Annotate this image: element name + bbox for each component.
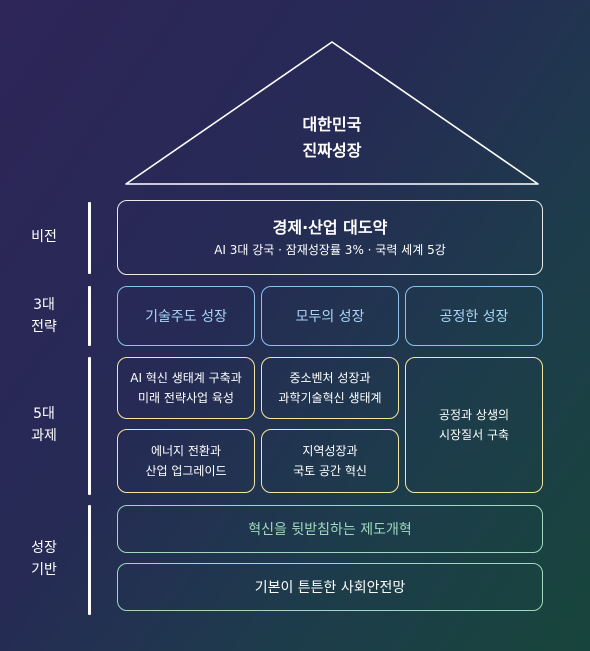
roof-title: 대한민국 진짜성장 xyxy=(302,115,362,160)
task-box-4: 지역성장과 국토 공간 혁신 xyxy=(261,429,399,493)
task-box-1: AI 혁신 생태계 구축과 미래 전략사업 육성 xyxy=(117,357,255,419)
task-label: 에너지 전환과 산업 업그레이드 xyxy=(145,444,227,478)
label-vision: 비전 xyxy=(31,229,57,245)
strategy-label: 모두의 성장 xyxy=(295,309,365,325)
task-label: AI 혁신 생태계 구축과 미래 전략사업 육성 xyxy=(130,371,242,405)
bar-tasks xyxy=(88,357,91,495)
foundation-label: 혁신을 뒷받침하는 제도개혁 xyxy=(248,522,412,538)
roof-triangle xyxy=(125,41,539,185)
task-label: 중소벤처 성장과 과학기술혁신 생태계 xyxy=(278,371,382,405)
foundation-box-2: 기본이 튼튼한 사회안전망 xyxy=(117,563,543,611)
bar-strategy xyxy=(88,286,91,346)
strategy-box-3: 공정한 성장 xyxy=(405,286,543,346)
label-strategy: 3대 전략 xyxy=(31,297,57,335)
vision-box: 경제·산업 대도약 AI 3대 강국 · 잠재성장률 3% · 국력 세계 5강 xyxy=(117,200,543,275)
label-foundation: 성장 기반 xyxy=(31,540,57,578)
bar-vision xyxy=(88,202,91,274)
task-box-5: 공정과 상생의 시장질서 구축 xyxy=(405,357,543,493)
task-label: 지역성장과 국토 공간 혁신 xyxy=(293,444,367,478)
strategy-box-2: 모두의 성장 xyxy=(261,286,399,346)
task-box-3: 에너지 전환과 산업 업그레이드 xyxy=(117,429,255,493)
bar-foundation xyxy=(88,505,91,615)
foundation-box-1: 혁신을 뒷받침하는 제도개혁 xyxy=(117,505,543,553)
label-tasks: 5대 과제 xyxy=(31,406,57,444)
strategy-label: 기술주도 성장 xyxy=(145,309,227,325)
vision-subtitle: AI 3대 강국 · 잠재성장률 3% · 국력 세계 5강 xyxy=(214,242,446,257)
task-label: 공정과 상생의 시장질서 구축 xyxy=(438,408,510,442)
task-box-2: 중소벤처 성장과 과학기술혁신 생태계 xyxy=(261,357,399,419)
strategy-box-1: 기술주도 성장 xyxy=(117,286,255,346)
strategy-label: 공정한 성장 xyxy=(439,309,509,325)
vision-title: 경제·산업 대도약 xyxy=(272,217,388,237)
foundation-label: 기본이 튼튼한 사회안전망 xyxy=(254,580,406,596)
